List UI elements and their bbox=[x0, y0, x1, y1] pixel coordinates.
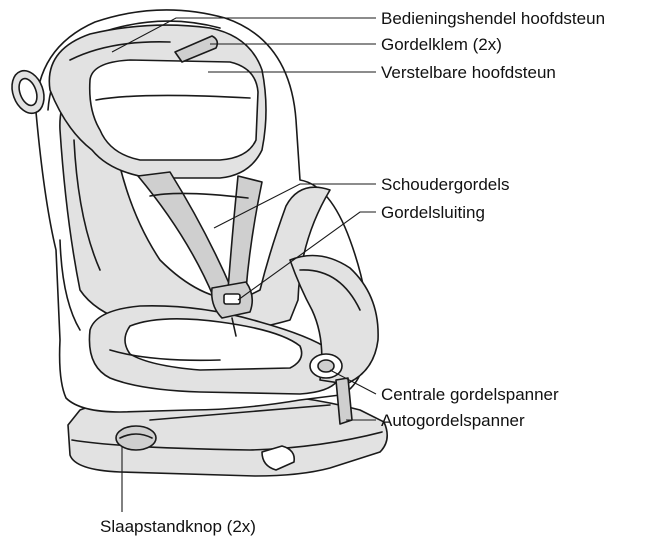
label-central-tensioner: Centrale gordelspanner bbox=[381, 385, 559, 404]
label-adjustable-headrest: Verstelbare hoofdsteun bbox=[381, 63, 556, 82]
label-car-belt-tensioner: Autogordelspanner bbox=[381, 411, 525, 430]
label-recline-button: Slaapstandknop (2x) bbox=[100, 517, 256, 536]
label-belt-clip: Gordelklem (2x) bbox=[381, 35, 502, 54]
label-headrest-lever: Bedieningshendel hoofdsteun bbox=[381, 9, 605, 28]
label-shoulder-belts: Schoudergordels bbox=[381, 175, 510, 194]
label-belt-buckle: Gordelsluiting bbox=[381, 203, 485, 222]
